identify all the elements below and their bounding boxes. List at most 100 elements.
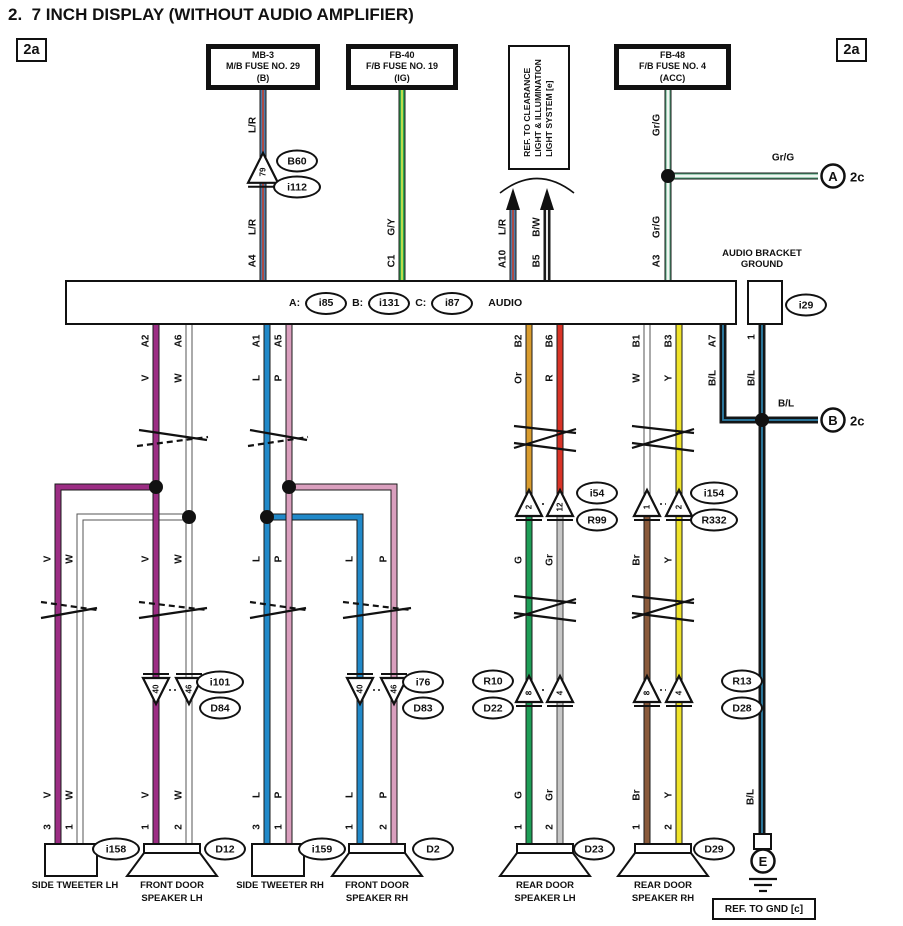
- connector-oval-i87: i87: [431, 291, 474, 315]
- page-ref-left: 2a: [16, 38, 47, 62]
- wire-label: A5: [273, 334, 285, 348]
- wire-label: A10: [497, 249, 509, 269]
- wire-label: W: [64, 790, 76, 800]
- ring-connector-B: B 2c: [820, 407, 864, 433]
- wire-bl-a7: [719, 325, 758, 424]
- wire-label: 1: [64, 824, 76, 830]
- speaker-symbol: [125, 843, 219, 877]
- wire-label: Gr/G: [651, 215, 663, 239]
- ring-connector-E: E: [750, 848, 776, 874]
- wire-label: 2: [378, 824, 390, 830]
- connector-oval-i29: i29: [785, 293, 827, 317]
- wire-label: G: [513, 556, 525, 564]
- wire-label: P: [273, 555, 285, 563]
- wire-label: B/L: [707, 369, 719, 387]
- wire-v-branch: [54, 483, 156, 844]
- arrow-up-icon: [506, 188, 520, 210]
- wire-label: P: [378, 555, 390, 563]
- wire-label: A7: [707, 334, 719, 348]
- connector-oval-R10: R10: [472, 669, 514, 693]
- connector-oval-D2: D2: [412, 837, 454, 861]
- wire-p-branch: [289, 483, 398, 844]
- connector-oval-i101: i101: [196, 670, 244, 694]
- wire-label: 2: [173, 824, 185, 830]
- wire-label: V: [42, 791, 54, 799]
- wire-label: L: [251, 374, 263, 382]
- wire-label: L: [344, 791, 356, 799]
- wire-label: B/W: [531, 217, 543, 237]
- audio-unit-label: AUDIO: [488, 297, 523, 309]
- wire-label: B2: [513, 334, 525, 348]
- conn-b-label: B:: [352, 297, 364, 309]
- wire-label: C1: [386, 254, 398, 268]
- connector-oval-D23: D23: [573, 837, 615, 861]
- wire-label: V: [140, 374, 152, 382]
- wire-label: L: [344, 555, 356, 563]
- wire-label: B1: [631, 334, 643, 348]
- component-label: SIDE TWEETER RH: [236, 880, 324, 891]
- connector-oval-B60: B60: [276, 149, 318, 173]
- wire-label: 1: [273, 824, 285, 830]
- conn-c-label: C:: [415, 297, 427, 309]
- page-ref-right: 2a: [836, 38, 867, 62]
- wire-label: G: [513, 791, 525, 799]
- svg-text:E: E: [759, 854, 768, 869]
- wire-label: V: [140, 555, 152, 563]
- wire-label: Or: [513, 372, 525, 384]
- wire-label: Y: [663, 374, 675, 382]
- wire-label: L/R: [247, 218, 259, 236]
- wire-label: P: [273, 374, 285, 382]
- svg-text:2: 2: [675, 504, 684, 509]
- wire-label: 3: [251, 824, 263, 830]
- wire-label: A1: [251, 334, 263, 348]
- wire-label: W: [173, 554, 185, 564]
- triangle-connector: 2: [664, 487, 694, 521]
- connector-oval-D28: D28: [721, 696, 763, 720]
- svg-text:46: 46: [185, 684, 194, 693]
- svg-text:40: 40: [356, 684, 365, 693]
- connector-oval-D22: D22: [472, 696, 514, 720]
- wire-label: 1: [631, 824, 643, 830]
- junction-dot: [149, 169, 769, 524]
- wire-label: V: [140, 791, 152, 799]
- wire-label: Gr: [544, 554, 556, 566]
- wire-label: W: [64, 554, 76, 564]
- ref-clearance-box: REF. TO CLEARANCE LIGHT & ILLUMINATION L…: [508, 45, 570, 170]
- wire-label: P: [378, 791, 390, 799]
- triangle-connector: 40: [345, 673, 375, 707]
- audio-unit-connectors: A: i85 B: i131 C: i87 AUDIO: [289, 291, 522, 315]
- connector-oval-R99: R99: [576, 508, 618, 532]
- wire-label: B6: [544, 334, 556, 348]
- wire-label: L/R: [497, 218, 509, 236]
- wire-label: 1: [344, 824, 356, 830]
- connector-oval-D12: D12: [204, 837, 246, 861]
- triangle-connector: 40: [141, 673, 171, 707]
- svg-text:B: B: [828, 413, 837, 428]
- connector-oval-D29: D29: [693, 837, 735, 861]
- wire-label: A2: [140, 334, 152, 348]
- triangle-connector: 8: [514, 673, 544, 707]
- connector-oval-i159: i159: [298, 837, 346, 861]
- svg-text:12: 12: [556, 502, 565, 511]
- svg-text:1: 1: [643, 504, 652, 509]
- connector-oval-D83: D83: [402, 696, 444, 720]
- triangle-connector: 79: [246, 150, 280, 188]
- svg-text:2c: 2c: [850, 414, 864, 429]
- wire-label: B/L: [746, 369, 758, 387]
- triangle-connector: 4: [664, 673, 694, 707]
- speaker-symbol: [616, 843, 710, 877]
- svg-text:2c: 2c: [850, 170, 864, 185]
- svg-text:8: 8: [525, 690, 534, 695]
- triangle-connector: 1: [632, 487, 662, 521]
- wire-label: W: [631, 373, 643, 383]
- wire-label: B5: [531, 254, 543, 268]
- connector-oval-i158: i158: [92, 837, 140, 861]
- tweeter-symbol: [44, 843, 98, 877]
- triangle-connector: 46: [174, 673, 204, 707]
